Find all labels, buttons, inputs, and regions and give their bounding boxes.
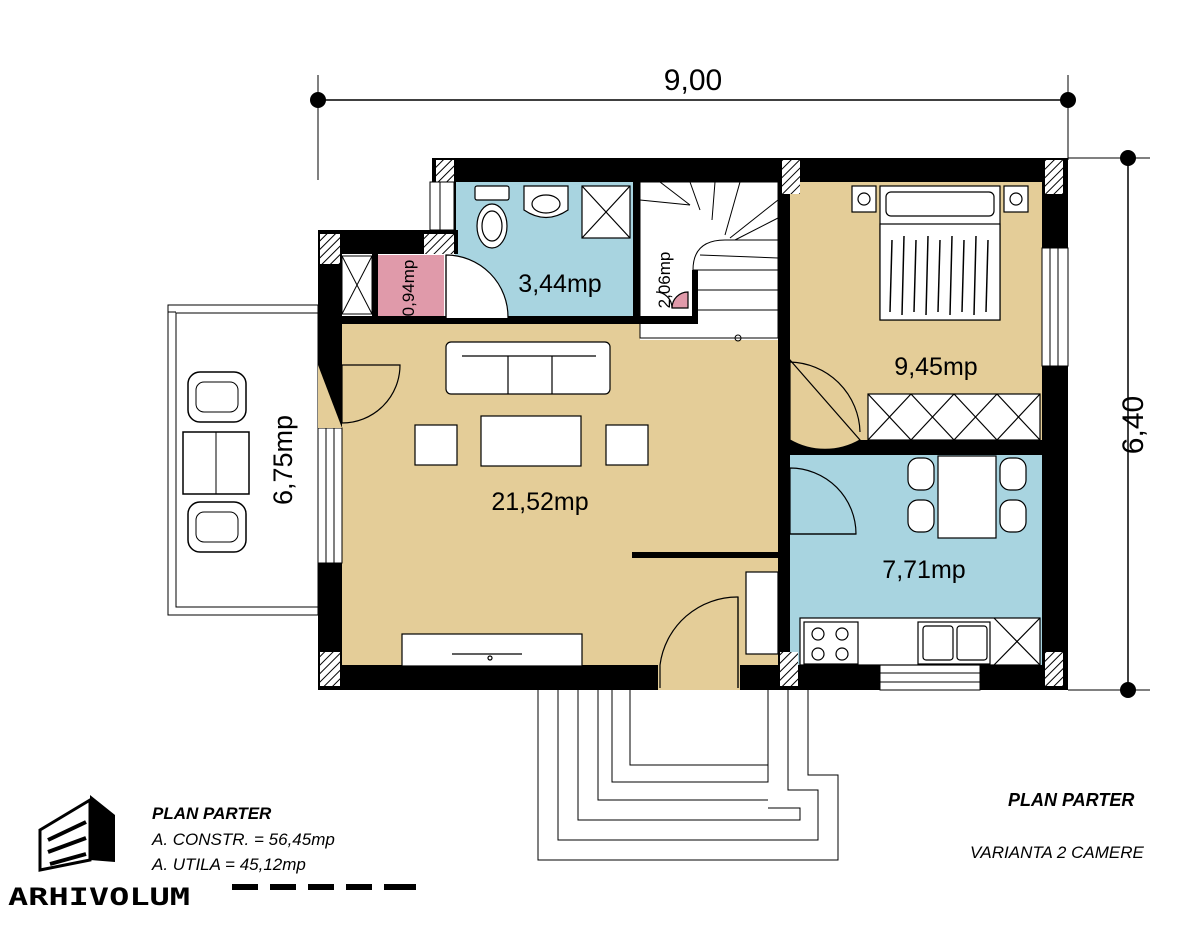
caption-right-title: PLAN PARTER — [1008, 790, 1135, 810]
room-label-kitchen: 7,71mp — [882, 556, 965, 584]
bedroom-furniture — [851, 185, 1041, 441]
caption-useful-area: A. UTILA = 45,12mp — [152, 855, 306, 874]
room-label-closet: 0,94mp — [399, 260, 418, 317]
doors — [318, 254, 861, 690]
room-label-storage: 2,06mp — [655, 252, 674, 309]
entrance-steps — [537, 688, 839, 861]
caption-left-title: PLAN PARTER — [152, 804, 272, 823]
room-label-terrace: 6,75mp — [268, 415, 298, 505]
caption-right-subtitle: VARIANTA 2 CAMERE — [970, 843, 1144, 862]
kitchen-furniture — [799, 455, 1041, 666]
closet-shelves — [341, 255, 373, 315]
dimension-width: 9,00 — [310, 64, 1076, 180]
room-label-living: 21,52mp — [491, 488, 588, 516]
terrace: 6,75mp — [167, 304, 319, 616]
living-furniture — [401, 341, 779, 667]
closet — [378, 255, 444, 320]
logo-text: ARHIVOLUM — [8, 883, 190, 911]
bathroom-fixtures — [474, 185, 631, 249]
stair-area — [640, 182, 780, 340]
dimension-width-label: 9,00 — [664, 64, 722, 97]
room-label-bathroom: 3,44mp — [518, 270, 601, 298]
caption-constr-area: A. CONSTR. = 56,45mp — [152, 830, 335, 849]
room-label-bedroom: 9,45mp — [894, 353, 977, 381]
dimension-height: 6,40 — [1068, 150, 1150, 698]
column-hatches — [320, 160, 1063, 686]
dimension-height-label: 6,40 — [1117, 396, 1150, 454]
windows — [317, 181, 1069, 691]
arhivolum-logo: ARHIVOLUM — [8, 795, 416, 911]
